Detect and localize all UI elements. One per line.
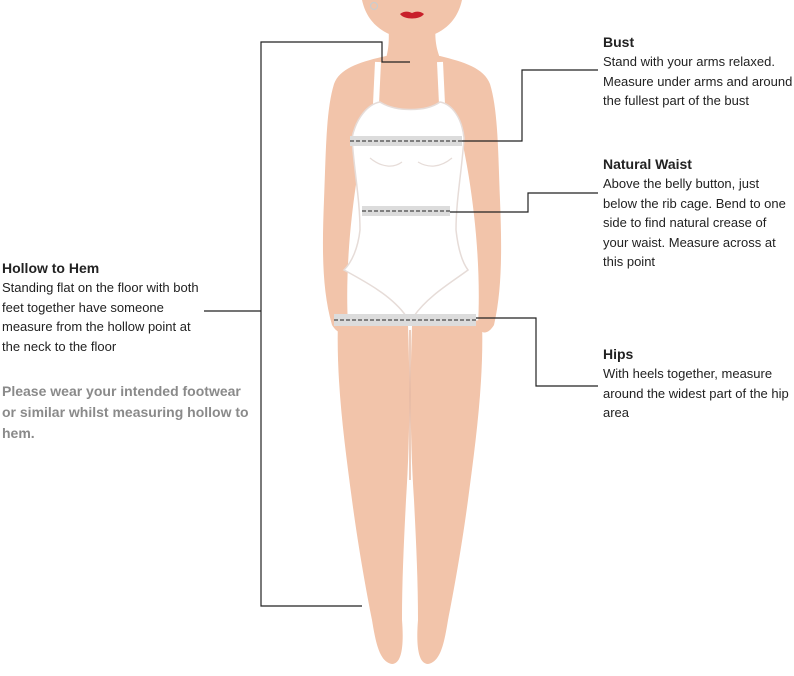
leader-lines xyxy=(204,41,598,607)
natural-waist-title: Natural Waist xyxy=(603,156,692,172)
bust-crease-right xyxy=(417,157,453,167)
earring xyxy=(369,1,379,11)
hips-annotation: Hips With heels together, measure around… xyxy=(603,345,793,423)
footwear-note: Please wear your intended footwear or si… xyxy=(2,383,249,441)
right-leg xyxy=(410,320,483,664)
hollow-to-hem-leader xyxy=(260,41,410,607)
bust-title: Bust xyxy=(603,34,635,50)
strap-left xyxy=(373,61,381,105)
natural-waist-description: Above the belly button, just below the r… xyxy=(603,176,786,269)
hips-band xyxy=(334,314,476,326)
hollow-to-hem-annotation: Hollow to Hem Standing flat on the floor… xyxy=(2,259,202,356)
hollow-to-hem-title: Hollow to Hem xyxy=(2,260,100,276)
lips xyxy=(400,11,424,19)
body-silhouette xyxy=(322,0,502,664)
bust-crease-left xyxy=(369,157,403,167)
left-leg xyxy=(337,320,410,664)
hips-title: Hips xyxy=(603,346,634,362)
face xyxy=(362,0,462,40)
measurement-bands xyxy=(334,136,476,326)
hips-description: With heels together, measure around the … xyxy=(603,366,789,420)
bust-annotation: Bust Stand with your arms relaxed. Measu… xyxy=(603,33,793,111)
bust-leader xyxy=(462,69,598,142)
strap-right xyxy=(437,61,445,105)
hips-leader xyxy=(476,317,598,387)
hollow-to-hem-description: Standing flat on the floor with both fee… xyxy=(2,280,199,354)
waist-leader xyxy=(450,192,598,213)
natural-waist-annotation: Natural Waist Above the belly button, ju… xyxy=(603,155,793,272)
bust-description: Stand with your arms relaxed. Measure un… xyxy=(603,54,793,108)
